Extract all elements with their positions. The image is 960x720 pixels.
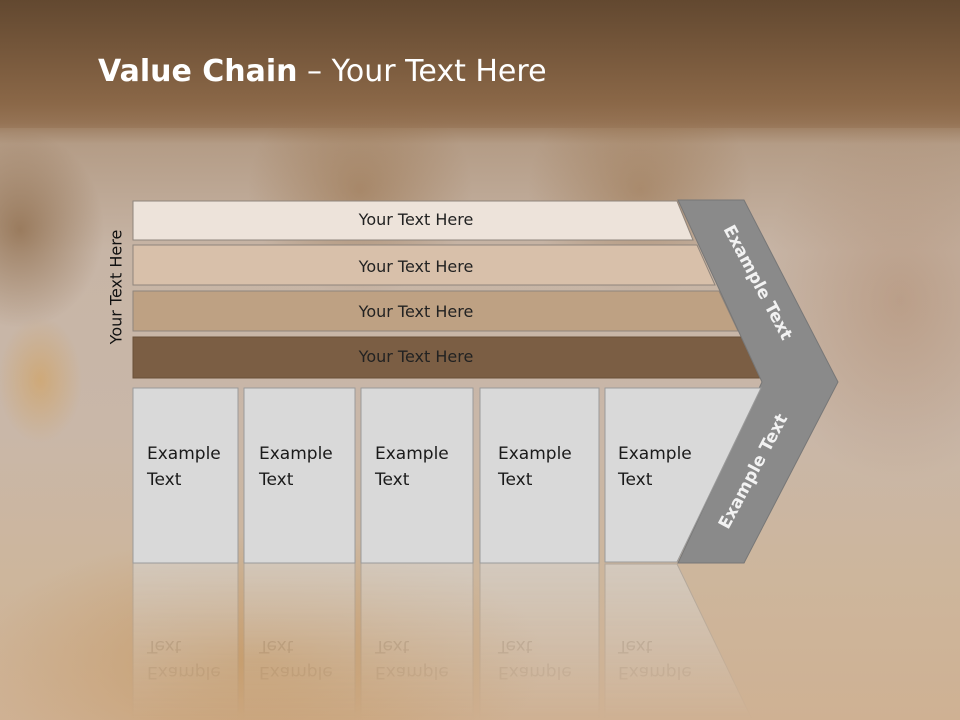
refl-box-4-line2: Text <box>497 636 533 656</box>
refl-box-5-line1: Example <box>618 662 692 682</box>
box-2-line1: Example <box>259 444 333 464</box>
refl-box-3-line1: Example <box>375 662 449 682</box>
title-bold: Value Chain <box>98 54 298 89</box>
support-box-2: Example Text <box>243 387 356 564</box>
box-1-shape <box>132 387 239 564</box>
reflection: Example Text Example Text Example Text E… <box>132 199 839 720</box>
refl-box-4-line1: Example <box>498 662 572 682</box>
box-2-shape <box>243 387 356 564</box>
support-box-5: Example Text <box>604 387 762 563</box>
activity-bar-3: Your Text Here <box>132 290 739 332</box>
box-3-line1: Example <box>375 444 449 464</box>
activity-bar-2: Your Text Here <box>132 244 716 286</box>
support-box-1: Example Text <box>132 387 239 564</box>
bar-3-label: Your Text Here <box>358 302 474 321</box>
box-4-line2: Text <box>497 470 533 490</box>
refl-box-2-line2: Text <box>258 636 294 656</box>
refl-box-5-line2: Text <box>617 636 653 656</box>
slide-title: Value Chain – Your Text Here <box>98 54 547 89</box>
activity-bar-4: Your Text Here <box>132 336 763 379</box>
refl-box-2-line1: Example <box>259 662 333 682</box>
box-4-line1: Example <box>498 444 572 464</box>
refl-box-1-line2: Text <box>146 636 182 656</box>
bar-1-label: Your Text Here <box>358 210 474 229</box>
refl-box-1-line1: Example <box>147 662 221 682</box>
box-2-line2: Text <box>258 470 294 490</box>
box-1-line1: Example <box>147 444 221 464</box>
bar-4-label: Your Text Here <box>358 347 474 366</box>
refl-box-3-line2: Text <box>374 636 410 656</box>
box-5-line1: Example <box>618 444 692 464</box>
support-box-4: Example Text <box>479 387 600 564</box>
support-box-3: Example Text <box>360 387 474 564</box>
box-3-line2: Text <box>374 470 410 490</box>
box-1-line2: Text <box>146 470 182 490</box>
title-rest: – Your Text Here <box>297 54 547 89</box>
box-4-shape <box>479 387 600 564</box>
box-5-shape <box>604 387 762 563</box>
activity-bar-1: Your Text Here <box>132 200 694 241</box>
box-5-line2: Text <box>617 470 653 490</box>
bar-2-shape <box>132 244 716 286</box>
bar-2-label: Your Text Here <box>358 257 474 276</box>
box-3-shape <box>360 387 474 564</box>
bar-1-shape <box>132 200 694 241</box>
title-band <box>0 0 960 128</box>
